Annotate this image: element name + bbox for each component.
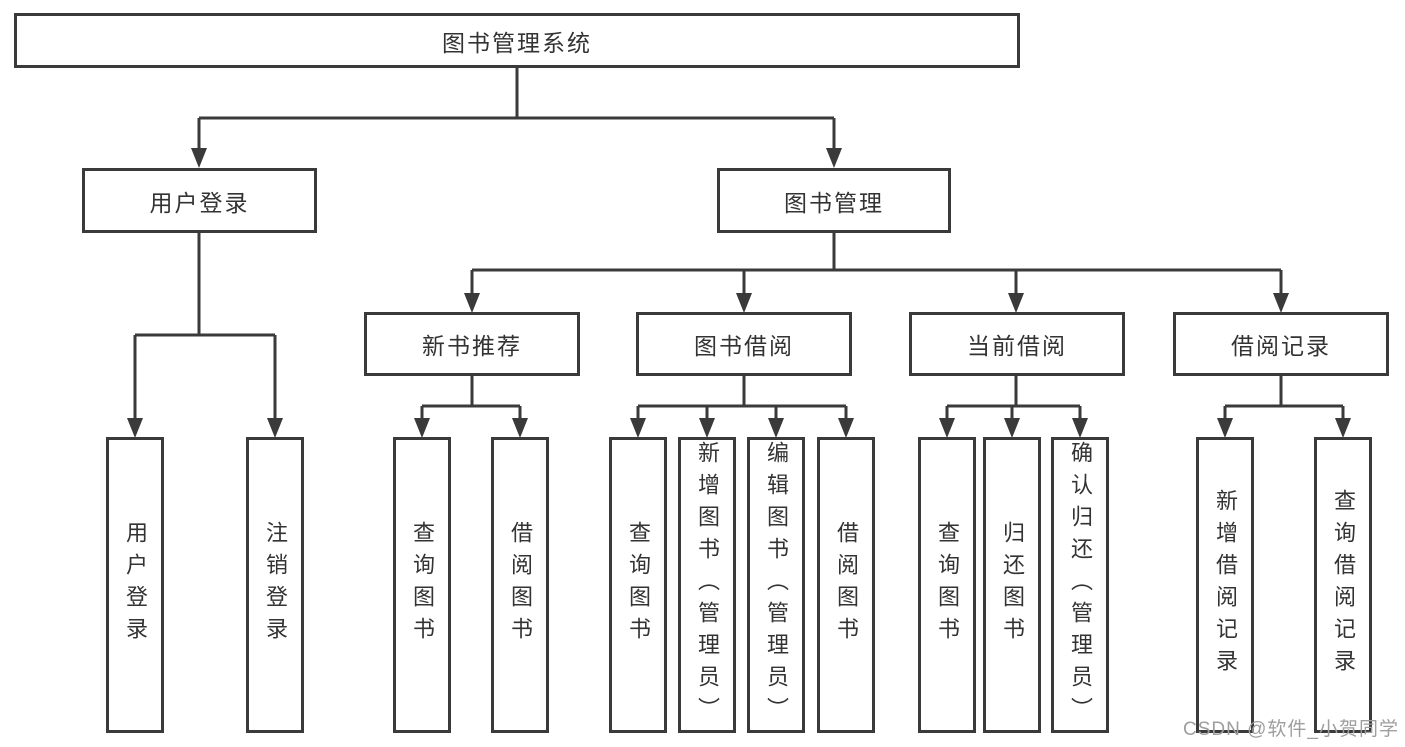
- arrowhead: [1072, 418, 1088, 438]
- leaf-add-book-admin: 新增图书（管理员）: [678, 437, 736, 733]
- node-current-borrow: 当前借阅: [909, 312, 1125, 376]
- arrowhead: [838, 418, 854, 438]
- arrowhead: [191, 148, 207, 168]
- node-new-book-recommend: 新书推荐: [364, 312, 580, 376]
- leaf-user-login: 用户登录: [106, 437, 164, 733]
- arrowhead: [414, 418, 430, 438]
- arrowhead: [939, 418, 955, 438]
- node-user-login: 用户登录: [82, 168, 317, 233]
- node-borrow-records: 借阅记录: [1173, 312, 1389, 376]
- arrowhead: [1004, 418, 1020, 438]
- arrowhead: [699, 418, 715, 438]
- arrowhead: [630, 418, 646, 438]
- arrowhead: [512, 418, 528, 438]
- arrowhead: [1273, 293, 1289, 313]
- leaf-return-book: 归还图书: [983, 437, 1041, 733]
- node-book-management: 图书管理: [717, 168, 951, 233]
- arrowhead: [1335, 418, 1351, 438]
- leaf-edit-book-admin: 编辑图书（管理员）: [747, 437, 805, 733]
- leaf-logout: 注销登录: [246, 437, 304, 733]
- arrowhead: [1217, 418, 1233, 438]
- arrowhead: [826, 148, 842, 168]
- arrowhead: [1008, 293, 1024, 313]
- leaf-add-borrow-record: 新增借阅记录: [1196, 437, 1254, 733]
- arrowhead: [736, 293, 752, 313]
- leaf-confirm-return-admin: 确认归还（管理员）: [1051, 437, 1109, 733]
- watermark-text: CSDN @软件_小贺同学: [1183, 719, 1399, 740]
- leaf-query-books-recommend: 查询图书: [393, 437, 451, 733]
- arrowhead: [464, 293, 480, 313]
- leaf-borrow-book: 借阅图书: [817, 437, 875, 733]
- arrowhead: [768, 418, 784, 438]
- node-book-borrow: 图书借阅: [636, 312, 852, 376]
- leaf-query-books-borrow: 查询图书: [609, 437, 667, 733]
- arrowhead: [127, 418, 143, 438]
- leaf-query-borrow-record: 查询借阅记录: [1314, 437, 1372, 733]
- connector-segments: [133, 68, 1345, 420]
- node-system-root: 图书管理系统: [14, 13, 1020, 68]
- leaf-borrow-book-recommend: 借阅图书: [491, 437, 549, 733]
- leaf-query-books-current: 查询图书: [918, 437, 976, 733]
- arrowhead: [267, 418, 283, 438]
